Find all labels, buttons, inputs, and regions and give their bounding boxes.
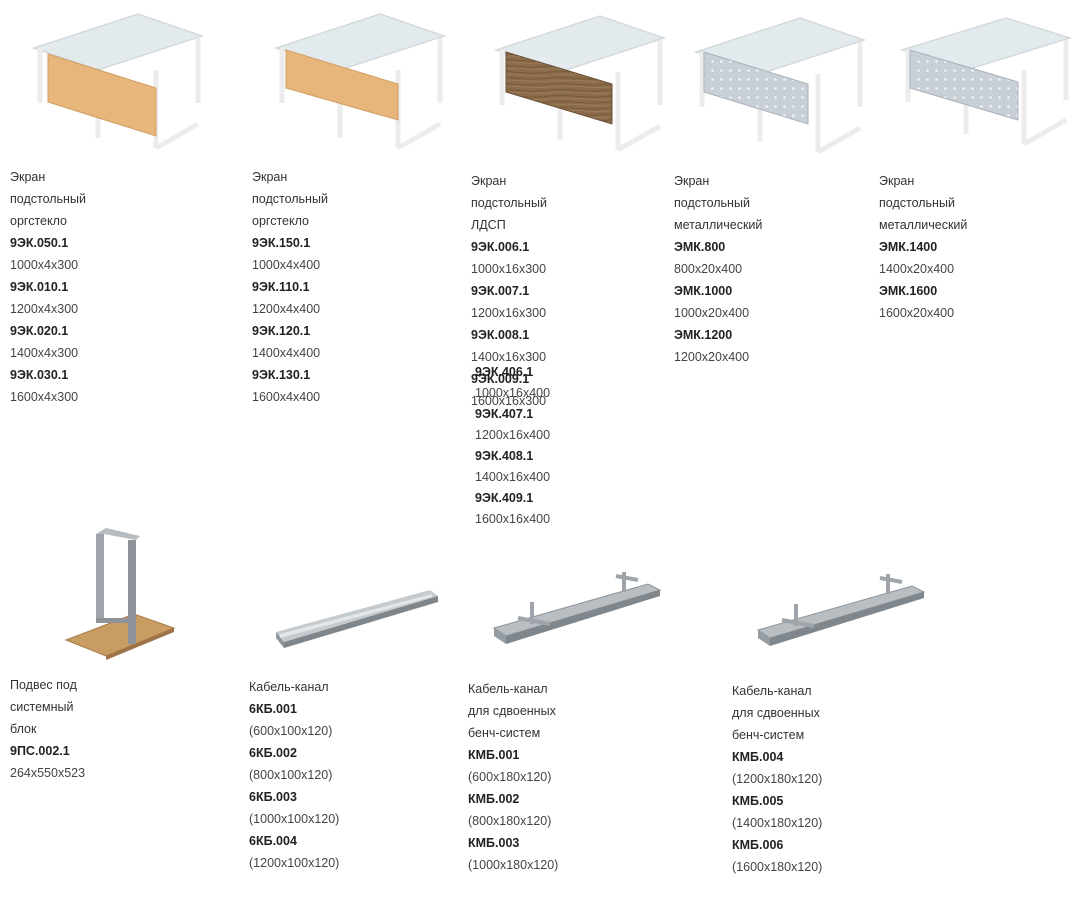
product-code: ЭМК.1000 <box>674 284 733 298</box>
product-dimensions: (600х180х120) <box>468 770 552 784</box>
product-title-line-2: металлический <box>674 218 763 232</box>
product-dimensions: (800х100х120) <box>249 768 333 782</box>
product-title: Экран подстольный ЛДСП <box>471 174 547 232</box>
product-code: 9ЭК.010.1 <box>10 280 69 294</box>
product-dimensions: (600х100х120) <box>249 724 333 738</box>
product-code: 9ЭК.006.1 <box>471 240 530 254</box>
product-dimensions: 1400х4х300 <box>10 346 79 360</box>
desk-screen-plexiglass-image <box>31 13 205 151</box>
product-code: КМБ.005 <box>732 794 784 808</box>
product-code: ЭМК.800 <box>674 240 726 254</box>
product-caption: Экран подстольный оргстекло 9ЭК.050.1 10… <box>10 166 86 408</box>
product-caption: Подвес под системный блок 9ПС.002.1 264х… <box>10 674 85 784</box>
product-code: 9ЭК.007.1 <box>471 284 530 298</box>
desk-screen-plexiglass-image <box>273 13 447 151</box>
product-code: 6КБ.001 <box>249 702 297 716</box>
product-caption: Кабель-канал для сдвоенных бенч-систем К… <box>468 678 558 876</box>
product-code: 6КБ.004 <box>249 834 297 848</box>
product-code: 9ЭК.008.1 <box>471 328 530 342</box>
product-code: 9ЭК.120.1 <box>252 324 311 338</box>
product-dimensions: 1600х16х300 <box>471 394 547 408</box>
product-dimensions: 264х550х523 <box>10 766 86 780</box>
product-title-line-1: Экран подстольный <box>879 174 955 210</box>
product-dimensions: (1200х180х120) <box>732 772 823 786</box>
product-dimensions: 1200х16х400 <box>475 428 551 442</box>
product-code: КМБ.006 <box>732 838 784 852</box>
product-caption-continued: 9ЭК.406.1 1000х16х400 9ЭК.407.1 1200х16х… <box>475 362 550 530</box>
product-caption: Экран подстольный ЛДСП 9ЭК.006.1 1000х16… <box>471 170 547 412</box>
product-dimensions: (800х180х120) <box>468 814 552 828</box>
product-title-line-1: Кабель-канал для сдвоенных <box>468 682 556 718</box>
product-title: Кабель-канал <box>249 680 329 694</box>
product-title-line-2: бенч-систем <box>732 728 805 742</box>
bench-cable-channel-image <box>492 572 662 644</box>
product-dimensions: 1000х4х300 <box>10 258 79 272</box>
product-code: 9ЭК.408.1 <box>475 449 534 463</box>
product-dimensions: 800х20х400 <box>674 262 743 276</box>
product-caption: Кабель-канал 6КБ.001 (600х100х120) 6КБ.0… <box>249 676 339 874</box>
product-dimensions: 1400х4х400 <box>252 346 321 360</box>
desk-screen-chipboard-image <box>493 15 667 153</box>
product-title: Экран подстольный оргстекло <box>252 170 328 228</box>
product-dimensions: 1400х16х400 <box>475 470 551 484</box>
product-code: КМБ.002 <box>468 792 520 806</box>
product-dimensions: 1400х20х400 <box>879 262 955 276</box>
product-title: Подвес под системный блок <box>10 678 77 736</box>
product-code: 9ЭК.409.1 <box>475 491 534 505</box>
product-code: КМБ.004 <box>732 750 784 764</box>
product-title-line-2: металлический <box>879 218 968 232</box>
product-dimensions: (1600х180х120) <box>732 860 823 874</box>
product-caption: Кабель-канал для сдвоенных бенч-систем К… <box>732 680 822 878</box>
product-caption: Экран подстольный металлический ЭМК.1400… <box>879 170 967 324</box>
product-dimensions: (1000х100х120) <box>249 812 340 826</box>
product-code: 9ПС.002.1 <box>10 744 70 758</box>
product-code: 9ЭК.020.1 <box>10 324 69 338</box>
product-dimensions: 1600х16х400 <box>475 512 551 526</box>
product-title-line-1: Кабель-канал для сдвоенных <box>732 684 820 720</box>
bench-cable-channel-image <box>756 574 926 646</box>
product-caption: Экран подстольный металлический ЭМК.800 … <box>674 170 762 368</box>
product-dimensions: (1000х180х120) <box>468 858 559 872</box>
desk-screen-metal-image <box>693 17 867 155</box>
product-caption: Экран подстольный оргстекло 9ЭК.150.1 10… <box>252 166 328 408</box>
product-dimensions: 1600х20х400 <box>879 306 955 320</box>
product-code: 9ЭК.150.1 <box>252 236 311 250</box>
product-code: 9ЭК.030.1 <box>10 368 69 382</box>
product-dimensions: 1200х16х300 <box>471 306 547 320</box>
product-code: КМБ.003 <box>468 836 520 850</box>
product-dimensions: 1600х4х300 <box>10 390 79 404</box>
product-code: 6КБ.002 <box>249 746 297 760</box>
product-dimensions: 1000х16х400 <box>475 386 551 400</box>
system-unit-holder-image <box>64 528 176 660</box>
product-dimensions: 1200х4х400 <box>252 302 321 316</box>
product-title-line-1: Экран подстольный <box>674 174 750 210</box>
product-dimensions: 1600х4х400 <box>252 390 321 404</box>
product-code: 6КБ.003 <box>249 790 297 804</box>
product-code: 9ЭК.130.1 <box>252 368 311 382</box>
product-code: ЭМК.1400 <box>879 240 938 254</box>
product-dimensions: (1400х180х120) <box>732 816 823 830</box>
product-title-line-2: бенч-систем <box>468 726 541 740</box>
product-code: 9ЭК.110.1 <box>252 280 310 294</box>
product-dimensions: (1200х100х120) <box>249 856 340 870</box>
product-code: КМБ.001 <box>468 748 520 762</box>
product-code: 9ЭК.407.1 <box>475 407 534 421</box>
product-dimensions: 1000х20х400 <box>674 306 750 320</box>
product-dimensions: 1200х20х400 <box>674 350 750 364</box>
cable-channel-image <box>276 590 438 648</box>
product-title: Экран подстольный оргстекло <box>10 170 86 228</box>
product-code: ЭМК.1200 <box>674 328 733 342</box>
product-dimensions: 1200х4х300 <box>10 302 79 316</box>
product-code: ЭМК.1600 <box>879 284 938 298</box>
product-code: 9ЭК.406.1 <box>475 365 534 379</box>
product-dimensions: 1000х16х300 <box>471 262 547 276</box>
product-code: 9ЭК.050.1 <box>10 236 69 250</box>
product-dimensions: 1400х16х300 <box>471 350 547 364</box>
product-dimensions: 1000х4х400 <box>252 258 321 272</box>
product-code: 9ЭК.009.1 <box>471 372 530 386</box>
desk-screen-metal-image <box>899 17 1073 147</box>
